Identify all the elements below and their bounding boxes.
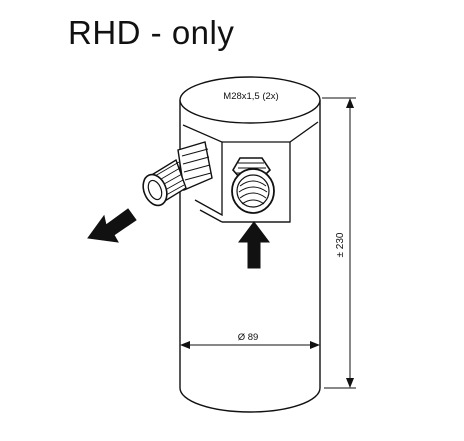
outlet-arrow-icon xyxy=(87,208,137,243)
cylinder-body xyxy=(179,76,321,413)
front-port-fitting xyxy=(231,157,275,214)
cylinder-top xyxy=(179,76,321,124)
side-port-fitting xyxy=(142,141,213,207)
connection-boss xyxy=(182,121,319,223)
height-label: ± 230 xyxy=(335,232,346,257)
thread-label: M28x1,5 (2x) xyxy=(223,91,278,102)
page-title: RHD - only xyxy=(68,14,235,51)
inlet-arrow-icon xyxy=(238,221,270,269)
diameter-label: Ø 89 xyxy=(238,332,259,343)
diameter-dimension xyxy=(180,341,320,349)
height-dimension xyxy=(322,97,356,389)
